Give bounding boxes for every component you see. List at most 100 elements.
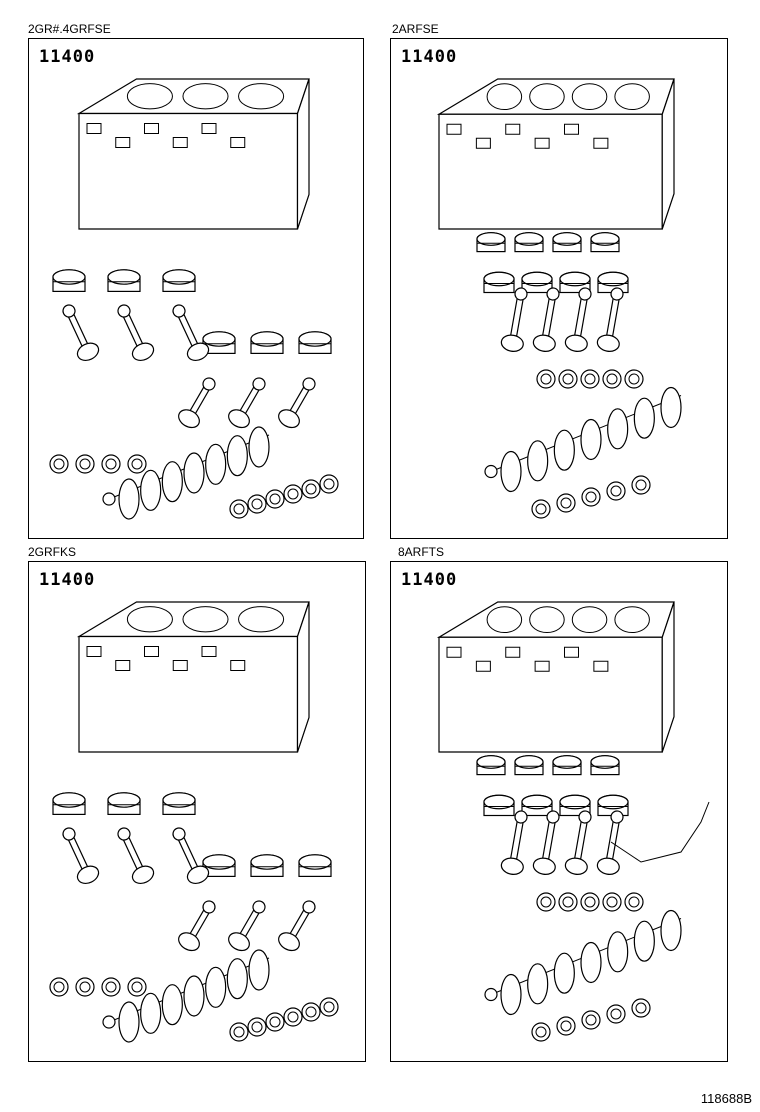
bearing-shell [531, 1022, 551, 1042]
crankshaft [102, 426, 270, 520]
cylinder-block [436, 601, 675, 753]
bearing-shell [558, 369, 578, 389]
connecting-rod [117, 304, 155, 361]
connecting-rod [532, 810, 560, 875]
piston [590, 232, 620, 253]
bearing-shell [556, 1016, 576, 1036]
crankshaft [484, 909, 682, 1016]
bearing-shell [265, 1012, 285, 1032]
piston [162, 269, 196, 292]
bearing-shell [624, 369, 644, 389]
bearing-shell [283, 1007, 303, 1027]
piston [552, 232, 582, 253]
part-number: 11400 [39, 570, 96, 590]
connecting-rod [564, 287, 592, 352]
piston [476, 232, 506, 253]
bearing-shell [536, 369, 556, 389]
cylinder-block [436, 78, 675, 230]
bearing-shell [283, 484, 303, 504]
panel-2grfks: 11400 [28, 561, 366, 1062]
connecting-rod [172, 827, 210, 884]
connecting-rod [564, 810, 592, 875]
piston [298, 331, 332, 354]
connecting-rod [178, 377, 216, 429]
bearing-shell [101, 977, 121, 997]
bearing-shell [606, 1004, 626, 1024]
engine-block-v6-icon [49, 601, 339, 1043]
bearing-shell [49, 454, 69, 474]
connecting-rod [500, 810, 528, 875]
bearing-shell [75, 977, 95, 997]
piston [514, 755, 544, 776]
bearing-shell [624, 892, 644, 912]
connecting-rod [596, 287, 624, 352]
bearing-shell [531, 499, 551, 519]
connecting-rod [228, 900, 266, 952]
bearing-shell [101, 454, 121, 474]
piston [52, 792, 86, 815]
piston [202, 854, 236, 877]
bearing-shell [581, 487, 601, 507]
piston [202, 331, 236, 354]
bearing-shell [301, 1002, 321, 1022]
bearing-shell [631, 475, 651, 495]
piston [597, 794, 629, 817]
bearing-shell [75, 454, 95, 474]
cylinder-block [76, 601, 310, 753]
piston [250, 854, 284, 877]
bearing-shell [127, 454, 147, 474]
connecting-rod [532, 287, 560, 352]
piston [476, 755, 506, 776]
bearing-shell [229, 1022, 249, 1042]
panel-2arfse: 11400 [390, 38, 728, 539]
piston [298, 854, 332, 877]
bearing-shell [602, 369, 622, 389]
crankshaft [484, 386, 682, 493]
connecting-rod [500, 287, 528, 352]
bearing-shell [602, 892, 622, 912]
bearing-shell [247, 1017, 267, 1037]
engine-label-2gr: 2GR#.4GRFSE [28, 22, 111, 36]
part-number: 11400 [401, 570, 458, 590]
piston [162, 792, 196, 815]
bearing-shell [580, 892, 600, 912]
engine-label-2grfks: 2GRFKS [28, 545, 77, 559]
bearing-shell [580, 369, 600, 389]
part-number: 11400 [401, 47, 458, 67]
connecting-rod [228, 377, 266, 429]
piston [107, 792, 141, 815]
bearing-shell [558, 892, 578, 912]
figure-id: 118688B [700, 1091, 752, 1106]
engine-label-8arfts: 8ARFTS [398, 545, 445, 559]
connecting-rod [178, 900, 216, 952]
connecting-rod [278, 900, 316, 952]
engine-block-i4-icon [436, 78, 682, 519]
bearing-shell [229, 499, 249, 519]
engine-label-2arfse: 2ARFSE [392, 22, 439, 36]
piston [483, 794, 515, 817]
bearing-shell [265, 489, 285, 509]
piston [250, 331, 284, 354]
bearing-shell [301, 479, 321, 499]
connecting-rod [596, 810, 624, 875]
part-number: 11400 [39, 47, 96, 67]
connecting-rod [62, 304, 100, 361]
piston [521, 271, 553, 294]
piston [52, 269, 86, 292]
panel-2gr-4grfse: 11400 [28, 38, 364, 539]
bearing-shell [127, 977, 147, 997]
connecting-rod [117, 827, 155, 884]
connecting-rod [62, 827, 100, 884]
bearing-shell [556, 493, 576, 513]
bearing-shell [247, 494, 267, 514]
piston [483, 271, 515, 294]
piston [552, 755, 582, 776]
cylinder-block [76, 78, 310, 230]
engine-block-v6-icon [49, 78, 339, 520]
oil-jet-pipe [610, 801, 710, 863]
piston [521, 794, 553, 817]
bearing-shell [319, 474, 339, 494]
engine-block-i4-icon [436, 601, 710, 1042]
bearing-shell [319, 997, 339, 1017]
bearing-shell [49, 977, 69, 997]
